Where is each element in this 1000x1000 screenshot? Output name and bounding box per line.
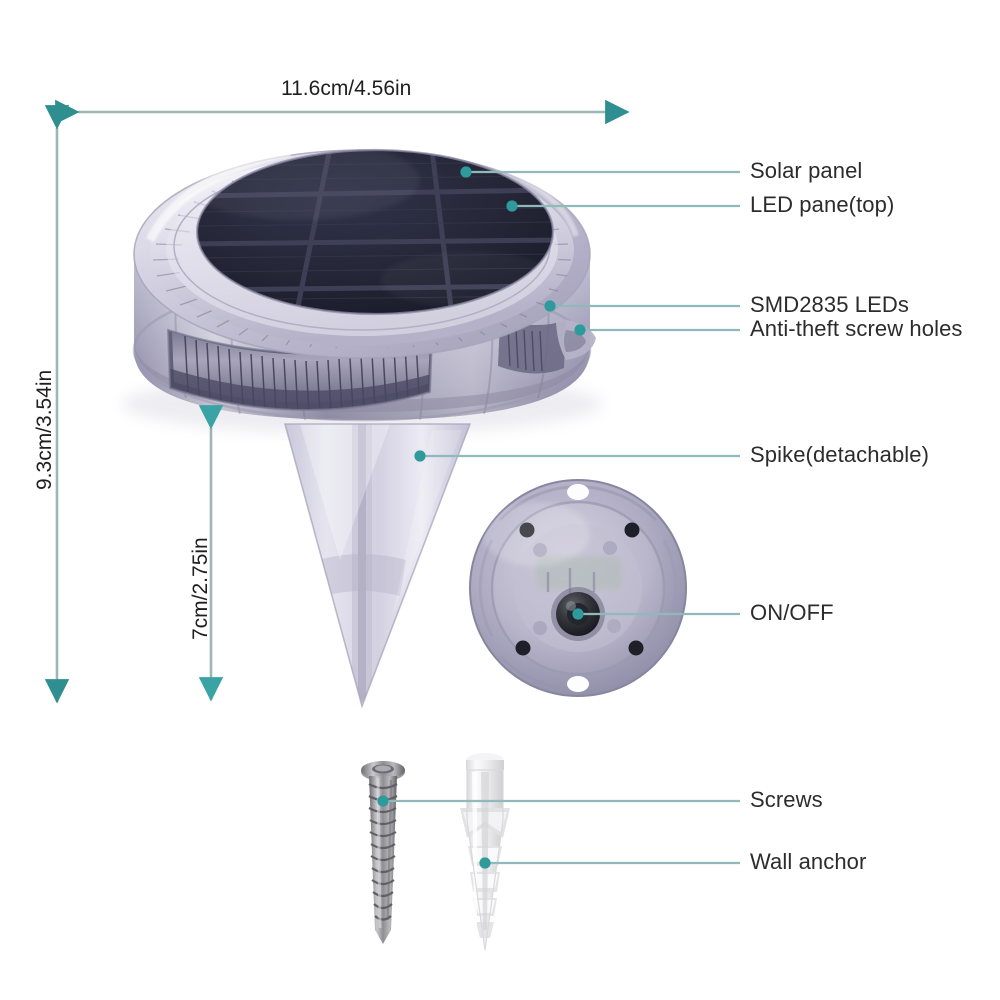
ground-spike-shape [283,423,472,709]
callout-label-screws: Screws [750,787,823,812]
dot-anti-theft-screw-holes [574,324,586,336]
mounting-screw-shape [361,761,405,944]
callout-label-spike-detachable: Spike(detachable) [750,442,930,467]
callout-label-solar-panel: Solar panel [750,158,863,183]
dot-wall-anchor [479,857,491,869]
callout-label-led-pane-top: LED pane(top) [750,192,895,217]
dimension-label-total-height: 9.3cm/3.54in [33,369,56,490]
callout-label-wall-anchor: Wall anchor [750,849,867,874]
dot-led-pane-top [506,200,518,212]
wall-anchor-shape [460,753,510,951]
dimension-label-spike-height: 7cm/2.75in [189,537,212,640]
dot-on-off [572,608,584,620]
callout-label-on-off: ON/OFF [750,600,834,625]
dimension-lines [44,99,630,704]
dot-solar-panel [460,166,472,178]
dot-spike-detachable [414,450,426,462]
lamp-body-group [122,147,602,434]
dimension-label-width: 11.6cm/4.56in [281,77,412,100]
dot-smd2835-leds [544,300,556,312]
bottom-cap-shape [469,479,687,697]
callout-label-smd2835-leds: SMD2835 LEDs [750,292,909,317]
callout-leaders [383,170,740,865]
dot-screws [377,795,389,807]
callout-dots [377,166,586,869]
callout-label-anti-theft-screw-holes: Anti-theft screw holes [750,316,963,341]
